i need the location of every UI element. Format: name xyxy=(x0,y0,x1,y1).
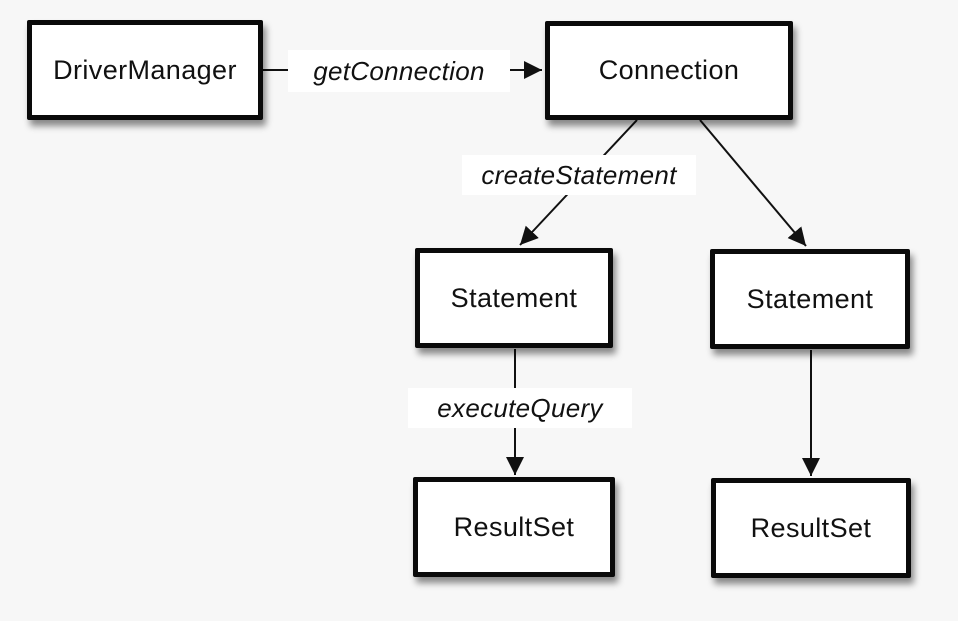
node-resultset-left-label: ResultSet xyxy=(453,511,575,542)
node-connection: Connection xyxy=(545,21,793,120)
edge-label-executequery: executeQuery xyxy=(408,388,632,428)
node-driver-manager-label: DriverManager xyxy=(53,54,237,85)
node-statement-right-label: Statement xyxy=(746,283,874,314)
node-statement-right: Statement xyxy=(710,249,910,349)
edge-label-createstatement: createStatement xyxy=(462,155,696,195)
node-statement-left: Statement xyxy=(415,248,613,348)
node-resultset-right-label: ResultSet xyxy=(750,512,872,543)
node-connection-label: Connection xyxy=(598,55,740,85)
node-driver-manager: DriverManager xyxy=(27,20,263,120)
edge-label-getconnection: getConnection xyxy=(288,50,510,92)
node-resultset-left: ResultSet xyxy=(413,477,615,577)
edge-connection-to-statement-right-arrow xyxy=(699,119,807,247)
node-statement-left-label: Statement xyxy=(450,282,578,313)
node-resultset-right: ResultSet xyxy=(711,478,911,578)
